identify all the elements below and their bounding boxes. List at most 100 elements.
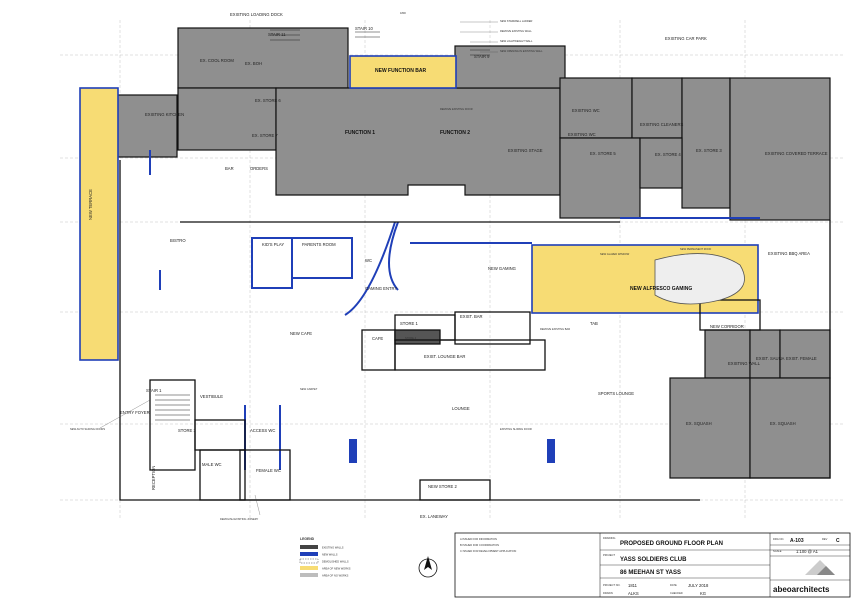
room-label: MALE WC — [202, 462, 222, 467]
drawing-title: PROPOSED GROUND FLOOR PLAN — [620, 541, 723, 547]
note-label: NEW AUTO SLIDING DOORS — [70, 427, 105, 431]
room-label: VESTIBULE — [200, 394, 223, 399]
room-label: EX. STORE 7 — [252, 133, 278, 138]
room-label: NEW TERRACE — [88, 189, 93, 220]
legend-swatch-existing — [300, 545, 318, 549]
checked-field-label: CHECKED — [670, 591, 683, 595]
sheet-number: A-103 — [790, 538, 804, 544]
room-label: STAIR 11 — [268, 32, 286, 37]
room-label: EXISTING STAGE — [508, 148, 543, 153]
dimension-label: 1800 — [400, 11, 406, 15]
room-label: FUNCTION 2 — [440, 130, 470, 136]
room-labels: STAIR 11 STAIR 10 STAIR 9 EX. COOL ROOM … — [88, 26, 828, 490]
room-label: FUNCTION 1 — [345, 130, 375, 136]
annotation-notes: NEW STAIRWELL LADDER REMOVE EXISTING WAL… — [70, 19, 712, 521]
room-label: ORDERS — [250, 166, 268, 171]
date-value: JULY 2018 — [688, 583, 709, 588]
room-label: CAFE — [372, 336, 383, 341]
room-label: EXISTING WC — [572, 108, 600, 113]
drawn-value: ALKS — [628, 591, 639, 596]
room-label: STAIR 10 — [355, 26, 374, 31]
existing-areas — [116, 27, 831, 479]
job-number: 1811 — [628, 583, 638, 588]
room-label: BAR — [225, 166, 234, 171]
revision-row: A ISSUED FOR INFORMATION — [460, 537, 497, 541]
rev-value: C — [836, 538, 840, 544]
room-label: EXIST. LOUNGE BAR — [424, 354, 465, 359]
note-label: EXISTING SLIDING DOOR — [500, 427, 532, 431]
room-label: EX. STORE 6 — [255, 98, 281, 103]
building-outline — [119, 160, 831, 501]
rev-field-label: REV — [822, 537, 828, 541]
project-address: 86 MEEHAN ST YASS — [620, 570, 681, 576]
checked-value: KG — [700, 591, 706, 596]
room-label: LOUNGE — [452, 406, 470, 411]
note-label: DEMOLISH EXISTING JOINERY — [220, 517, 259, 521]
leader-lines — [99, 21, 498, 516]
legend-item: AREA OF NO WORKS — [322, 574, 349, 578]
room-label: SPORTS LOUNGE — [598, 391, 634, 396]
room-label: EXISTING COVERED TERRACE — [765, 151, 828, 156]
room-label: NEW GAMING — [488, 266, 516, 271]
car-park-label: EXISTING CAR PARK — [665, 36, 707, 41]
legend-swatch-new — [300, 552, 318, 556]
scale-field-label: SCALE — [773, 549, 782, 553]
room-label: NEW FUNCTION BAR — [375, 68, 426, 74]
laneway-label: EX. LANEWAY — [420, 514, 448, 519]
room-label: EXISTING CLEANERS — [640, 122, 683, 127]
room-label: STAIR 1 — [146, 388, 162, 393]
note-label: NEW GLAZED WINDOW — [600, 252, 630, 256]
note-label: NEW STAIRWELL LADDER — [500, 19, 533, 23]
room-label: EXIST. FEMALE — [786, 356, 817, 361]
alfresco-island — [654, 253, 745, 305]
room-label: STORE 1 — [400, 321, 419, 326]
title-block: A ISSUED FOR INFORMATION B ISSUED FOR CO… — [454, 532, 851, 598]
scale-value: 1:100 @ A1 — [796, 549, 819, 554]
project-name: YASS SOLDIERS CLUB — [620, 557, 687, 563]
note-label: REMOVE EXISTING DOOR — [440, 107, 473, 111]
job-field-label: PROJECT NO. — [603, 583, 621, 587]
room-label: EXIST. BAR — [460, 314, 483, 319]
room-label: NEW CORRIDOR — [710, 324, 744, 329]
note-label: NEW OPENING IN EXISTING WALL — [500, 49, 543, 53]
room-label: KID'S PLAY — [262, 242, 284, 247]
room-label: EXISTING WALL — [728, 361, 761, 366]
room-label: GAMING ENTRY — [365, 286, 397, 291]
legend-item: NEW WALLS — [322, 553, 338, 557]
revision-row: B ISSUED FOR COORDINATION — [460, 543, 499, 547]
legend-swatch-area-new — [300, 566, 318, 570]
room-label: NEW ALFRESCO GAMING — [630, 286, 692, 292]
room-label: EX. BOH — [245, 61, 262, 66]
sheet-field-label: DRG NO. — [773, 537, 784, 541]
room-label: EXISTING WC — [568, 132, 596, 137]
room-label: RECEPTION — [151, 466, 156, 490]
room-label: BISTRO — [170, 238, 186, 243]
room-label: EX. SQUASH — [686, 421, 712, 426]
note-label: REMOVE EXISTING WALL — [500, 29, 532, 33]
room-label: ACCESS WC — [250, 428, 275, 433]
revision-row: C ISSUED FOR DEVELOPMENT APPLICATION — [460, 549, 516, 553]
room-label: FEMALE WC — [256, 468, 281, 473]
room-label: EXIST. SAUNA — [756, 356, 785, 361]
note-label: NEW CARPET — [300, 387, 318, 391]
north-arrow-icon — [418, 556, 438, 578]
project-field-label: PROJECT — [603, 553, 616, 557]
drawing-field-label: DRAWING — [603, 536, 615, 540]
stair-hatching — [155, 29, 490, 421]
legend: LEGEND EXISTING WALLS NEW WALLS DEMOLISH… — [299, 537, 351, 578]
drawn-field-label: DRAWN — [603, 591, 613, 595]
loading-dock-label: EXISTING LOADING DOCK — [230, 12, 283, 17]
room-label: EX. STORE 3 — [696, 148, 722, 153]
room-label: EX. SQUASH — [770, 421, 796, 426]
note-label: NEW PERMANENT ROOF — [680, 247, 712, 251]
room-label: EXISTING BBQ AREA — [768, 251, 810, 256]
room-label: EX. STORE 5 — [590, 151, 616, 156]
legend-item: DEMOLISHED WALLS — [322, 560, 349, 564]
room-label: NEW CAFE — [290, 331, 312, 336]
brand-name: abeoarchitects — [773, 585, 830, 594]
legend-swatch-demolished — [299, 558, 319, 564]
room-label: WC — [365, 258, 372, 263]
room-label: EX. STORE 4 — [655, 152, 681, 157]
